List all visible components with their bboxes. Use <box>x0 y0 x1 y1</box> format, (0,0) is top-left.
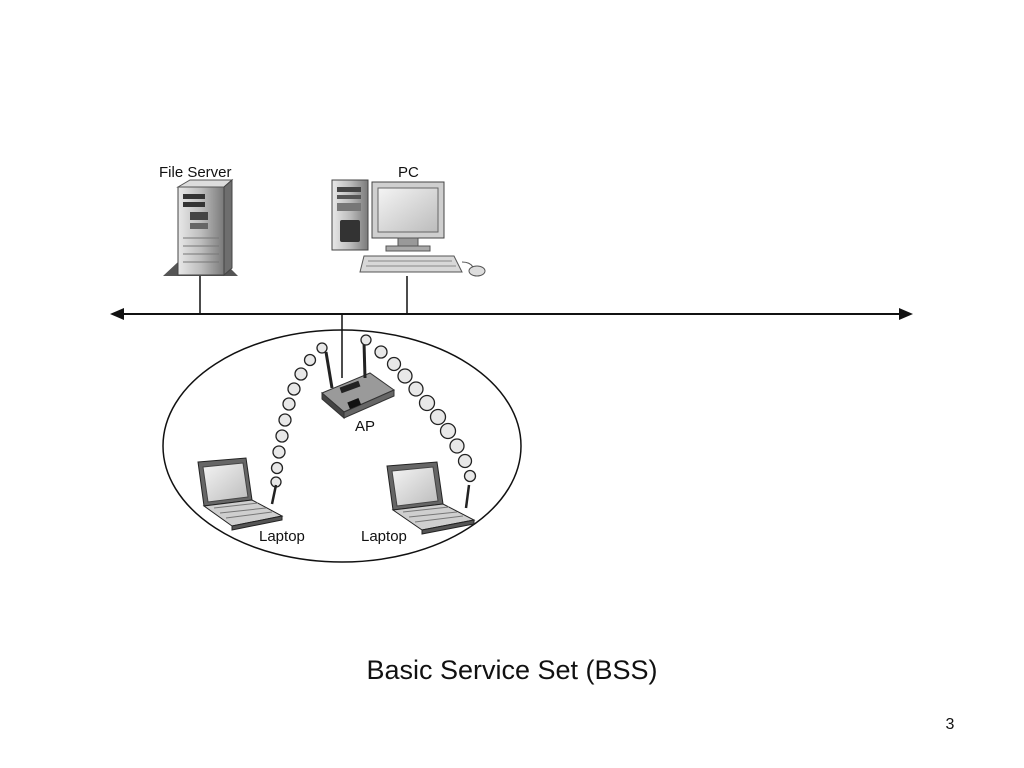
access-point-icon <box>321 341 396 420</box>
slide-caption: Basic Service Set (BSS) <box>366 655 658 685</box>
file-server-icon <box>163 178 238 277</box>
wireless-signal-left <box>270 342 328 488</box>
laptop-left-icon <box>197 457 284 531</box>
page-number: 3 <box>945 716 955 733</box>
pc-icon <box>331 179 486 277</box>
network-backbone <box>110 276 913 378</box>
file-server-label: File Server <box>159 164 232 181</box>
laptop-left-label: Laptop <box>259 528 305 545</box>
laptop-right-label: Laptop <box>361 528 407 545</box>
ap-label: AP <box>355 418 375 435</box>
bss-ellipse <box>162 329 522 563</box>
laptop-right-icon <box>386 461 476 535</box>
wireless-signal-right <box>360 334 477 483</box>
pc-label: PC <box>398 164 419 181</box>
